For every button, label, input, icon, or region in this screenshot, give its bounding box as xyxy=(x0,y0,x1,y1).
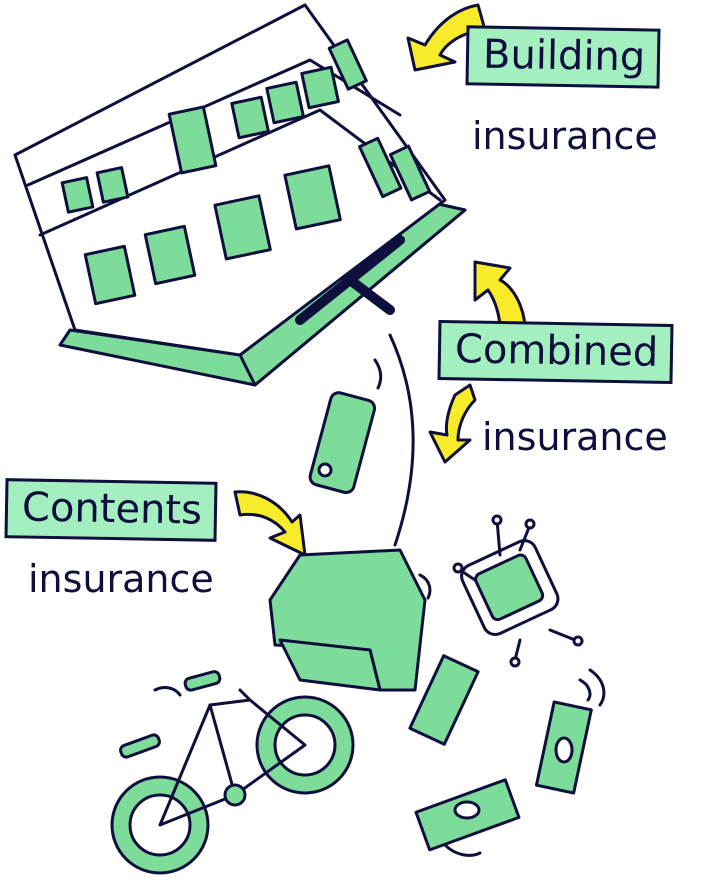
contents-insurance-tag: Contents xyxy=(4,478,218,542)
contents-insurance-title: Contents xyxy=(21,484,203,534)
combined-insurance-title: Combined xyxy=(454,326,659,376)
contents-insurance-subtitle: insurance xyxy=(28,557,214,601)
combined-insurance-subtitle: insurance xyxy=(482,415,668,459)
tv-illustration xyxy=(452,514,584,668)
cash-illustration xyxy=(408,654,606,857)
phone-illustration xyxy=(308,391,377,495)
building-insurance-title: Building xyxy=(482,31,646,81)
arrow-down-icon xyxy=(428,383,477,464)
building-insurance-tag: Building xyxy=(465,25,661,89)
building-insurance-subtitle: insurance xyxy=(472,114,658,158)
combined-insurance-tag: Combined xyxy=(437,319,674,385)
arrows xyxy=(233,3,527,557)
building-illustration xyxy=(13,3,467,387)
arrow-to-contents-icon xyxy=(233,490,307,557)
arrow-up-icon xyxy=(473,260,527,332)
sofa-illustration xyxy=(268,548,432,692)
bicycle-illustration xyxy=(110,670,355,875)
